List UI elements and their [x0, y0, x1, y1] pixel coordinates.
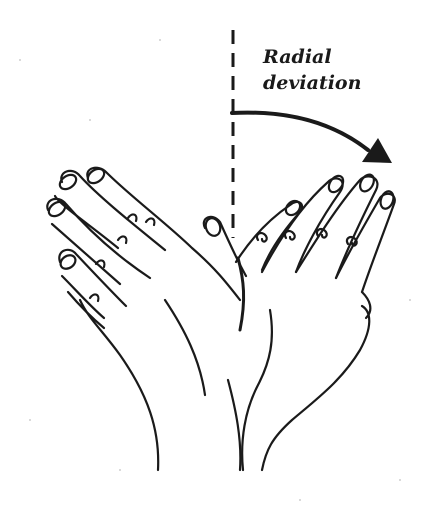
arrow-head-icon — [362, 138, 392, 163]
scan-speckle — [19, 39, 411, 501]
annotation-label-line-1: Radial — [263, 46, 332, 68]
curved-arrow-icon — [230, 110, 370, 152]
annotation-label-line-2: deviation — [263, 72, 362, 94]
left-hand-neutral — [46, 166, 273, 472]
right-hand-deviated — [202, 173, 396, 472]
